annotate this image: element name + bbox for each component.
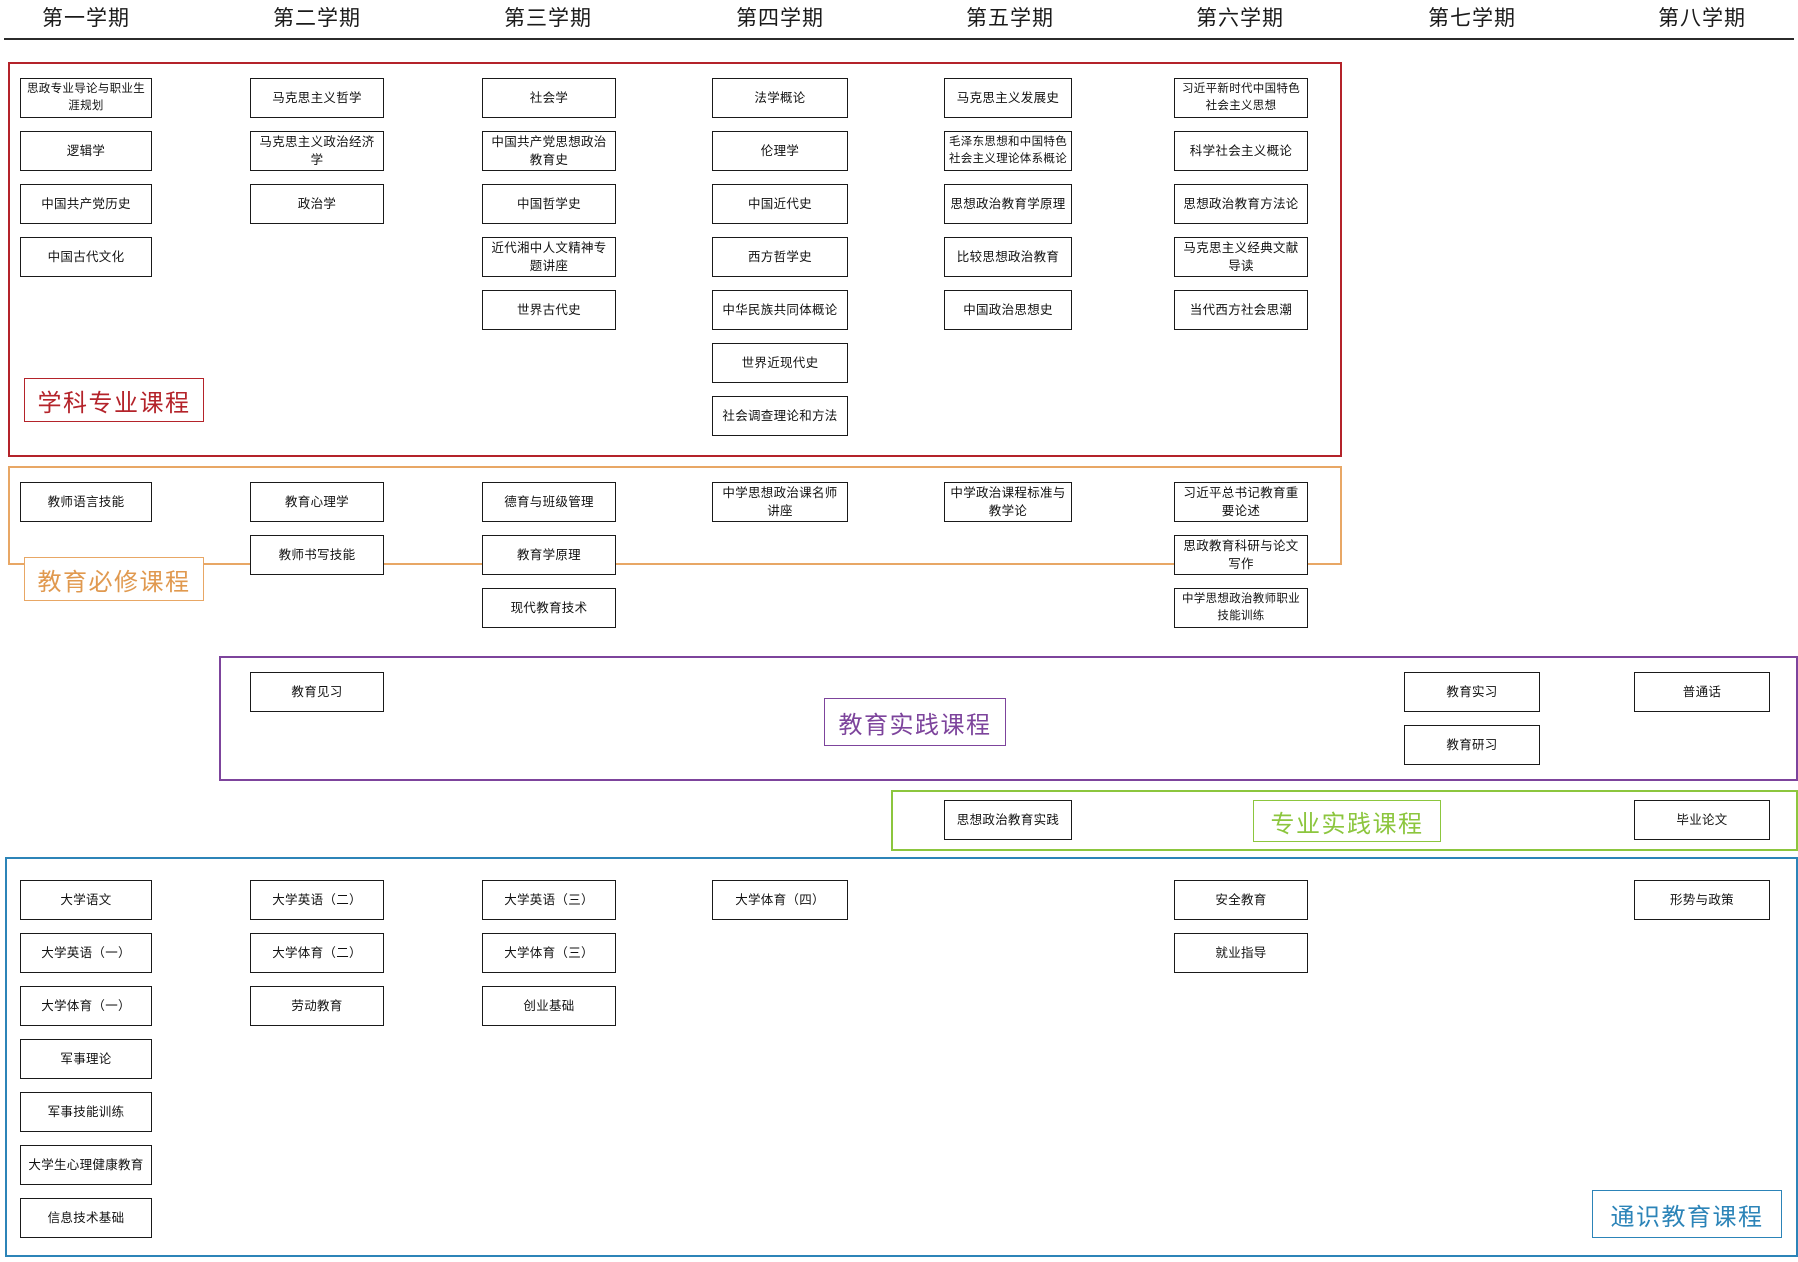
- course-box[interactable]: 军事技能训练: [20, 1092, 152, 1132]
- course-box[interactable]: 科学社会主义概论: [1174, 131, 1308, 171]
- course-box[interactable]: 社会调查理论和方法: [712, 396, 848, 436]
- group-title-general-education: 通识教育课程: [1592, 1190, 1782, 1238]
- course-box[interactable]: 大学体育（四）: [712, 880, 848, 920]
- course-box[interactable]: 教师书写技能: [250, 535, 384, 575]
- course-box[interactable]: 大学体育（三）: [482, 933, 616, 973]
- group-frame-education-practice: [219, 656, 1798, 781]
- course-box[interactable]: 马克思主义经典文献导读: [1174, 237, 1308, 277]
- group-title-education-practice: 教育实践课程: [824, 698, 1006, 746]
- course-box[interactable]: 中学思想政治课名师讲座: [712, 482, 848, 522]
- course-box[interactable]: 中国哲学史: [482, 184, 616, 224]
- course-box[interactable]: 思政专业导论与职业生涯规划: [20, 78, 152, 118]
- course-box[interactable]: 形势与政策: [1634, 880, 1770, 920]
- course-box[interactable]: 中学政治课程标准与教学论: [944, 482, 1072, 522]
- course-box[interactable]: 大学体育（一）: [20, 986, 152, 1026]
- group-frame-education-required: [8, 466, 1342, 565]
- course-box[interactable]: 毛泽东思想和中国特色社会主义理论体系概论: [944, 131, 1072, 171]
- course-box[interactable]: 近代湘中人文精神专题讲座: [482, 237, 616, 277]
- course-box[interactable]: 法学概论: [712, 78, 848, 118]
- course-box[interactable]: 毕业论文: [1634, 800, 1770, 840]
- course-box[interactable]: 政治学: [250, 184, 384, 224]
- course-box[interactable]: 思想政治教育学原理: [944, 184, 1072, 224]
- course-box[interactable]: 现代教育技术: [482, 588, 616, 628]
- course-box[interactable]: 中国共产党思想政治教育史: [482, 131, 616, 171]
- course-box[interactable]: 大学生心理健康教育: [20, 1145, 152, 1185]
- course-box[interactable]: 中国古代文化: [20, 237, 152, 277]
- course-box[interactable]: 大学体育（二）: [250, 933, 384, 973]
- course-box[interactable]: 大学语文: [20, 880, 152, 920]
- group-frame-general-education: [5, 857, 1798, 1257]
- group-title-major-practice: 专业实践课程: [1253, 800, 1441, 842]
- course-box[interactable]: 马克思主义政治经济学: [250, 131, 384, 171]
- course-box[interactable]: 教育学原理: [482, 535, 616, 575]
- course-box[interactable]: 比较思想政治教育: [944, 237, 1072, 277]
- course-box[interactable]: 德育与班级管理: [482, 482, 616, 522]
- semester-header-1: 第一学期: [42, 7, 130, 30]
- semester-header-5: 第五学期: [966, 7, 1054, 30]
- course-box[interactable]: 习近平总书记教育重要论述: [1174, 482, 1308, 522]
- course-box[interactable]: 创业基础: [482, 986, 616, 1026]
- group-frame-major-practice: [891, 790, 1798, 851]
- course-box[interactable]: 劳动教育: [250, 986, 384, 1026]
- header-divider: [4, 38, 1794, 40]
- group-frame-subject-major: [8, 62, 1342, 457]
- semester-header-row: 第一学期 第二学期 第三学期 第四学期 第五学期 第六学期 第七学期 第八学期: [0, 0, 1798, 40]
- course-box[interactable]: 思政教育科研与论文写作: [1174, 535, 1308, 575]
- group-title-education-required: 教育必修课程: [24, 557, 204, 601]
- course-box[interactable]: 安全教育: [1174, 880, 1308, 920]
- course-box[interactable]: 中华民族共同体概论: [712, 290, 848, 330]
- semester-header-7: 第七学期: [1428, 7, 1516, 30]
- course-box[interactable]: 马克思主义哲学: [250, 78, 384, 118]
- course-box[interactable]: 大学英语（三）: [482, 880, 616, 920]
- semester-header-4: 第四学期: [736, 7, 824, 30]
- course-box[interactable]: 西方哲学史: [712, 237, 848, 277]
- course-box[interactable]: 中国近代史: [712, 184, 848, 224]
- course-box[interactable]: 军事理论: [20, 1039, 152, 1079]
- course-box[interactable]: 教师语言技能: [20, 482, 152, 522]
- semester-header-2: 第二学期: [273, 7, 361, 30]
- course-box[interactable]: 世界古代史: [482, 290, 616, 330]
- course-box[interactable]: 思想政治教育实践: [944, 800, 1072, 840]
- course-box[interactable]: 教育研习: [1404, 725, 1540, 765]
- group-title-subject-major: 学科专业课程: [24, 378, 204, 422]
- course-box[interactable]: 中国政治思想史: [944, 290, 1072, 330]
- course-box[interactable]: 教育实习: [1404, 672, 1540, 712]
- course-box[interactable]: 习近平新时代中国特色社会主义思想: [1174, 78, 1308, 118]
- semester-header-8: 第八学期: [1658, 7, 1746, 30]
- semester-header-3: 第三学期: [504, 7, 592, 30]
- course-box[interactable]: 中国共产党历史: [20, 184, 152, 224]
- course-box[interactable]: 普通话: [1634, 672, 1770, 712]
- course-box[interactable]: 大学英语（二）: [250, 880, 384, 920]
- course-box[interactable]: 世界近现代史: [712, 343, 848, 383]
- course-box[interactable]: 伦理学: [712, 131, 848, 171]
- course-box[interactable]: 中学思想政治教师职业技能训练: [1174, 588, 1308, 628]
- course-box[interactable]: 社会学: [482, 78, 616, 118]
- course-box[interactable]: 逻辑学: [20, 131, 152, 171]
- course-box[interactable]: 当代西方社会思潮: [1174, 290, 1308, 330]
- course-box[interactable]: 就业指导: [1174, 933, 1308, 973]
- course-box[interactable]: 马克思主义发展史: [944, 78, 1072, 118]
- semester-header-6: 第六学期: [1196, 7, 1284, 30]
- course-box[interactable]: 教育心理学: [250, 482, 384, 522]
- course-box[interactable]: 教育见习: [250, 672, 384, 712]
- course-box[interactable]: 信息技术基础: [20, 1198, 152, 1238]
- course-box[interactable]: 大学英语（一）: [20, 933, 152, 973]
- course-box[interactable]: 思想政治教育方法论: [1174, 184, 1308, 224]
